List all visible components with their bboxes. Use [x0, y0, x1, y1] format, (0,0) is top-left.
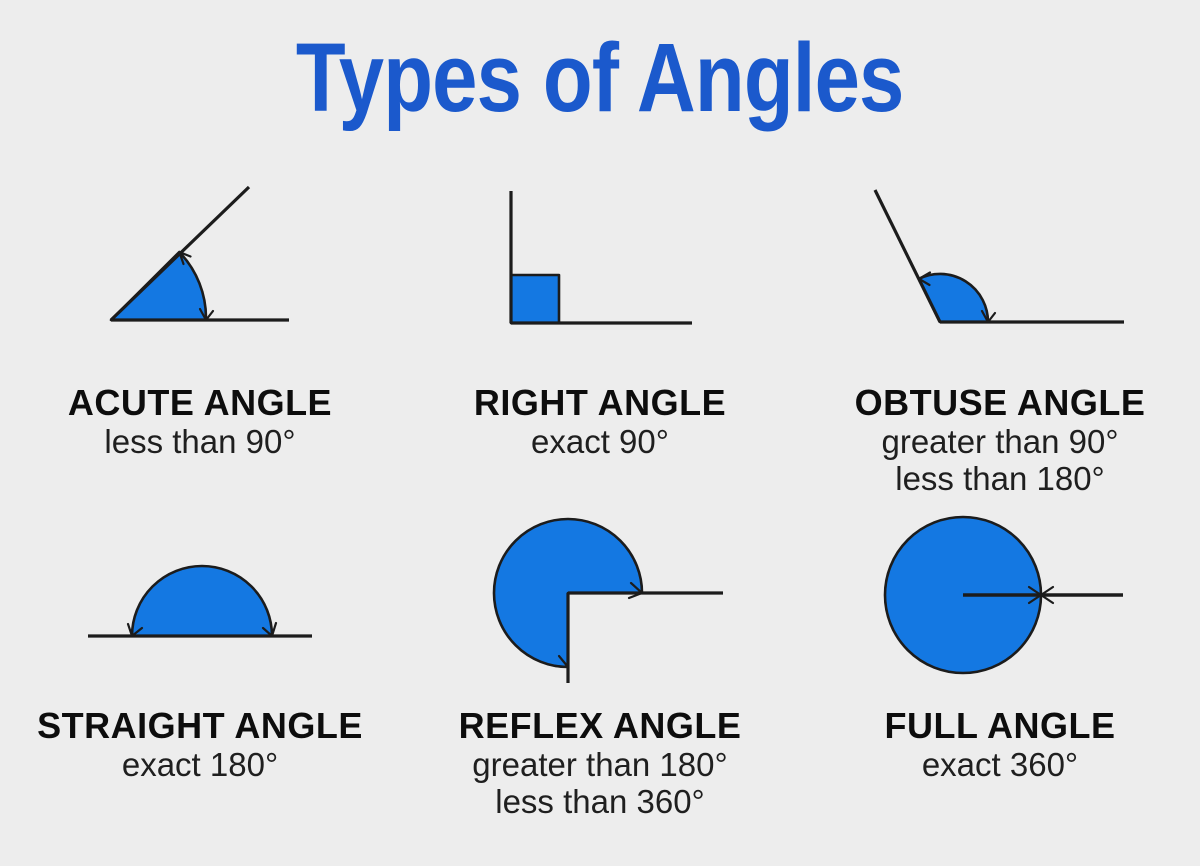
angle-name: FULL ANGLE	[884, 705, 1116, 746]
right-angle-figure	[509, 191, 692, 325]
reflex-figure-box	[475, 510, 725, 683]
arc-arrowhead	[126, 622, 144, 638]
arc-arrowhead	[261, 621, 278, 638]
angle-card-straight: STRAIGHT ANGLE exact 180°	[0, 510, 400, 820]
acute-caption: ACUTE ANGLE less than 90°	[67, 382, 333, 461]
obtuse-caption: OBTUSE ANGLE greater than 90° less than …	[854, 382, 1146, 498]
obtuse-figure-box	[873, 177, 1126, 327]
full-angle-figure	[883, 515, 1123, 675]
angle-name: OBTUSE ANGLE	[854, 382, 1146, 423]
arc-arrowhead	[198, 307, 215, 322]
full-caption: FULL ANGLE exact 360°	[884, 705, 1116, 784]
reflex-caption: REFLEX ANGLE greater than 180° less than…	[458, 705, 742, 821]
angle-card-reflex: REFLEX ANGLE greater than 180° less than…	[400, 510, 800, 820]
angle-name: STRAIGHT ANGLE	[37, 705, 363, 746]
angles-grid: ACUTE ANGLE less than 90° RIGHT ANGLE ex…	[0, 177, 1200, 820]
acute-figure-box	[109, 177, 291, 327]
obtuse-angle-figure	[873, 189, 1124, 324]
right-figure-box	[505, 177, 695, 327]
arc-arrowhead	[980, 309, 997, 324]
angle-name: ACUTE ANGLE	[67, 382, 333, 423]
page-title-text: Types of Angles	[296, 23, 905, 132]
arc-arrowhead	[917, 271, 932, 287]
straight-caption: STRAIGHT ANGLE exact 180°	[37, 705, 363, 784]
acute-angle-figure	[109, 185, 289, 322]
straight-angle-figure	[88, 564, 312, 638]
obtuse-angle-sector	[917, 272, 990, 324]
reflex-angle-sector	[492, 517, 644, 669]
angle-description-line: less than 90°	[104, 423, 296, 460]
arc-arrowhead	[1039, 585, 1054, 605]
angle-card-right: RIGHT ANGLE exact 90°	[400, 177, 800, 497]
angle-description-line: less than 180°	[895, 460, 1105, 497]
angle-name: REFLEX ANGLE	[458, 705, 742, 746]
angle-description-line: exact 180°	[121, 746, 279, 783]
page-title: Types of Angles	[0, 26, 1200, 130]
angle-name: RIGHT ANGLE	[473, 382, 727, 423]
arc-arrowhead	[178, 250, 192, 266]
angle-card-full: FULL ANGLE exact 360°	[800, 510, 1200, 820]
angle-description-line: greater than 180°	[472, 746, 728, 783]
full-figure-box	[873, 510, 1128, 682]
angle-description-line: exact 360°	[921, 746, 1079, 783]
right-caption: RIGHT ANGLE exact 90°	[473, 382, 727, 461]
obtuse-angle-diagonal-ray	[873, 189, 942, 323]
reflex-angle-figure	[492, 517, 723, 683]
arc-arrowhead	[553, 654, 570, 669]
types-of-angles-infographic: Types of Angles ACUTE ANGLE less than 90…	[0, 26, 1200, 866]
straight-angle-semicircle	[130, 564, 274, 638]
angle-description-line: less than 360°	[495, 783, 705, 820]
straight-figure-box	[86, 510, 314, 682]
acute-angle-sector	[109, 250, 208, 322]
angle-card-obtuse: OBTUSE ANGLE greater than 90° less than …	[800, 177, 1200, 497]
arc-arrowhead	[627, 581, 644, 600]
right-angle-square	[509, 273, 561, 325]
angle-description-line: exact 90°	[531, 423, 669, 460]
angle-card-acute: ACUTE ANGLE less than 90°	[0, 177, 400, 497]
angle-description-line: greater than 90°	[881, 423, 1119, 460]
